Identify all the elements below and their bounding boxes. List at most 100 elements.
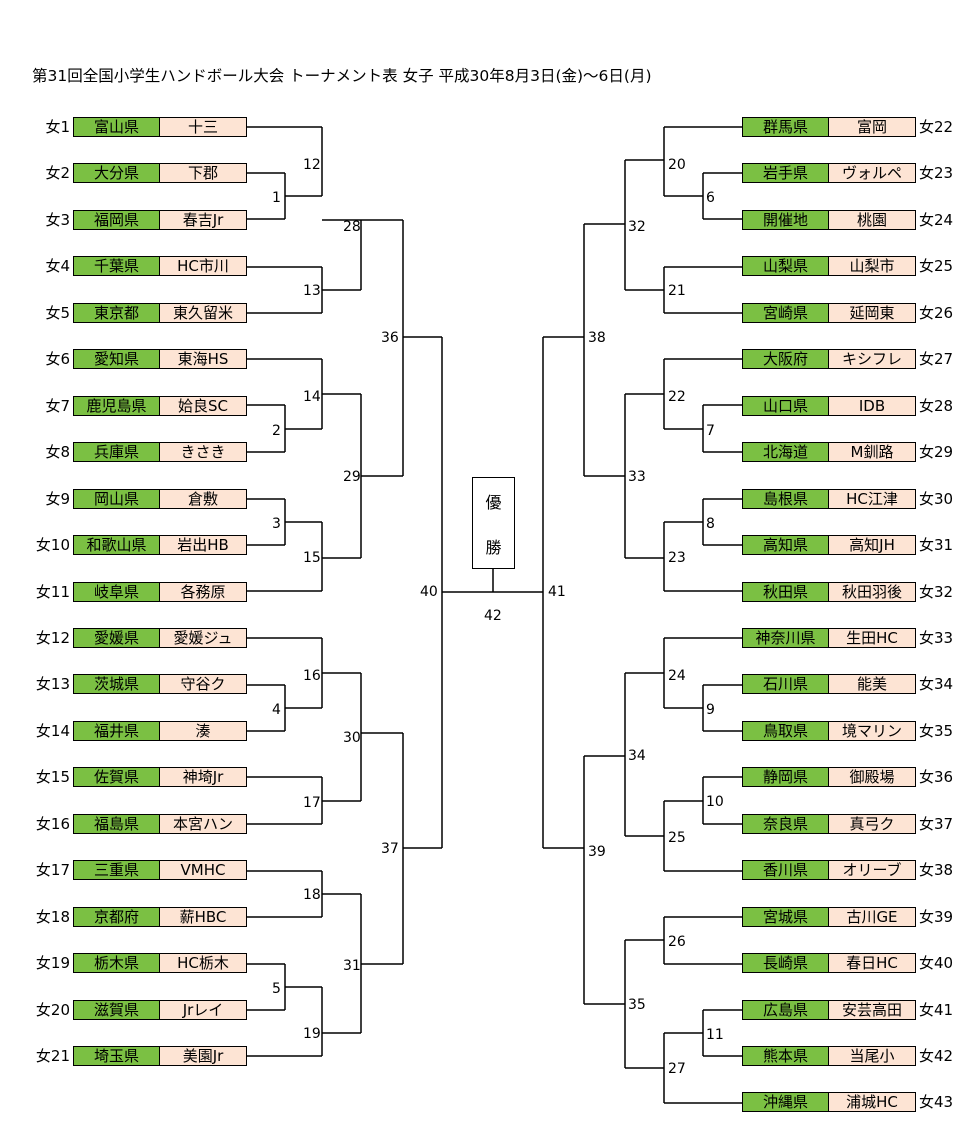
match-number-7: 7 [706, 423, 715, 439]
page-title: 第31回全国小学生ハンドボール大会 トーナメント表 女子 平成30年8月3日(金… [32, 67, 652, 85]
match-number-14: 14 [303, 389, 321, 405]
team-club-name: 安芸高田 [829, 1000, 915, 1019]
team-seed-label: 女39 [919, 907, 954, 926]
team-entry: 宮城県古川GE [742, 906, 916, 927]
team-club-name: IDB [829, 396, 915, 415]
team-club-name: M釧路 [829, 443, 915, 462]
team-club-name: 春日HC [829, 954, 915, 973]
team-club-name: 秋田羽後 [829, 582, 915, 601]
team-entry: 埼玉県美園Jr [73, 1046, 247, 1066]
team-entry: 福井県湊 [73, 720, 247, 741]
match-number-18: 18 [303, 887, 321, 903]
team-seed-label: 女14 [35, 721, 70, 740]
team-seed-label: 女3 [45, 210, 70, 229]
match-number-30: 30 [343, 730, 361, 746]
team-prefecture: 開催地 [743, 210, 829, 229]
team-club-name: 湊 [160, 721, 246, 740]
team-prefecture: 沖縄県 [743, 1093, 829, 1112]
team-club-name: HC栃木 [160, 954, 246, 973]
team-prefecture: 福岡県 [74, 210, 160, 229]
team-prefecture: 石川県 [743, 675, 829, 694]
team-club-name: 浦城HC [829, 1093, 915, 1112]
team-club-name: 下郡 [160, 164, 246, 183]
match-number-40: 40 [420, 584, 438, 600]
match-number-15: 15 [303, 550, 321, 566]
team-seed-label: 女22 [919, 118, 954, 136]
team-prefecture: 群馬県 [743, 118, 829, 136]
team-club-name: Jrレイ [160, 1000, 246, 1019]
team-prefecture: 長崎県 [743, 954, 829, 973]
team-seed-label: 女29 [919, 443, 954, 462]
match-number-25: 25 [668, 830, 686, 846]
team-prefecture: 福井県 [74, 721, 160, 740]
team-seed-label: 女43 [919, 1093, 954, 1112]
team-seed-label: 女34 [919, 675, 954, 694]
team-club-name: きさき [160, 443, 246, 462]
team-entry: 京都府薪HBC [73, 906, 247, 927]
match-number-26: 26 [668, 934, 686, 950]
match-number-21: 21 [668, 283, 686, 299]
team-club-name: キシフレ [829, 350, 915, 369]
match-number-24: 24 [668, 668, 686, 684]
team-entry: 鳥取県境マリン [742, 720, 916, 741]
team-entry: 兵庫県きさき [73, 442, 247, 463]
match-number-8: 8 [706, 516, 715, 532]
team-seed-label: 女33 [919, 628, 954, 647]
team-seed-label: 女17 [35, 861, 70, 880]
team-prefecture: 静岡県 [743, 768, 829, 787]
team-seed-label: 女30 [919, 489, 954, 508]
team-seed-label: 女12 [35, 628, 70, 647]
match-number-19: 19 [303, 1026, 321, 1042]
team-club-name: 神埼Jr [160, 768, 246, 787]
match-number-28: 28 [343, 219, 361, 235]
team-prefecture: 京都府 [74, 907, 160, 926]
team-entry: 茨城県守谷ク [73, 674, 247, 695]
team-entry: 高知県高知JH [742, 535, 916, 556]
team-entry: 和歌山県岩出HB [73, 535, 247, 556]
team-prefecture: 鹿児島県 [74, 396, 160, 415]
team-seed-label: 女10 [35, 536, 70, 555]
team-entry: 開催地桃園 [742, 209, 916, 230]
team-seed-label: 女26 [919, 303, 954, 322]
team-seed-label: 女6 [45, 350, 70, 369]
team-seed-label: 女41 [919, 1000, 954, 1019]
team-seed-label: 女25 [919, 257, 954, 276]
match-number-9: 9 [706, 702, 715, 718]
team-entry: 富山県十三 [73, 117, 247, 137]
team-club-name: 古川GE [829, 907, 915, 926]
match-number-36: 36 [381, 330, 399, 346]
team-prefecture: 鳥取県 [743, 721, 829, 740]
match-number-12: 12 [303, 157, 321, 173]
team-club-name: 守谷ク [160, 675, 246, 694]
match-number-29: 29 [343, 469, 361, 485]
team-seed-label: 女13 [35, 675, 70, 694]
team-club-name: 岩出HB [160, 536, 246, 555]
team-entry: 大阪府キシフレ [742, 349, 916, 370]
team-seed-label: 女11 [35, 582, 70, 601]
team-club-name: 高知JH [829, 536, 915, 555]
team-entry: 奈良県真弓ク [742, 813, 916, 834]
team-club-name: 真弓ク [829, 814, 915, 833]
team-entry: 愛知県東海HS [73, 349, 247, 370]
team-entry: 秋田県秋田羽後 [742, 581, 916, 602]
team-prefecture: 茨城県 [74, 675, 160, 694]
team-prefecture: 東京都 [74, 303, 160, 322]
team-prefecture: 大分県 [74, 164, 160, 183]
team-club-name: 桃園 [829, 210, 915, 229]
match-number-10: 10 [706, 794, 724, 810]
team-seed-label: 女21 [35, 1047, 70, 1065]
team-seed-label: 女38 [919, 861, 954, 880]
match-number-38: 38 [588, 330, 606, 346]
team-club-name: 延岡東 [829, 303, 915, 322]
team-prefecture: 愛媛県 [74, 628, 160, 647]
team-seed-label: 女27 [919, 350, 954, 369]
team-entry: 愛媛県愛媛ジュ [73, 627, 247, 648]
team-club-name: 春吉Jr [160, 210, 246, 229]
team-club-name: HC江津 [829, 489, 915, 508]
team-club-name: 山梨市 [829, 257, 915, 276]
team-prefecture: 三重県 [74, 861, 160, 880]
